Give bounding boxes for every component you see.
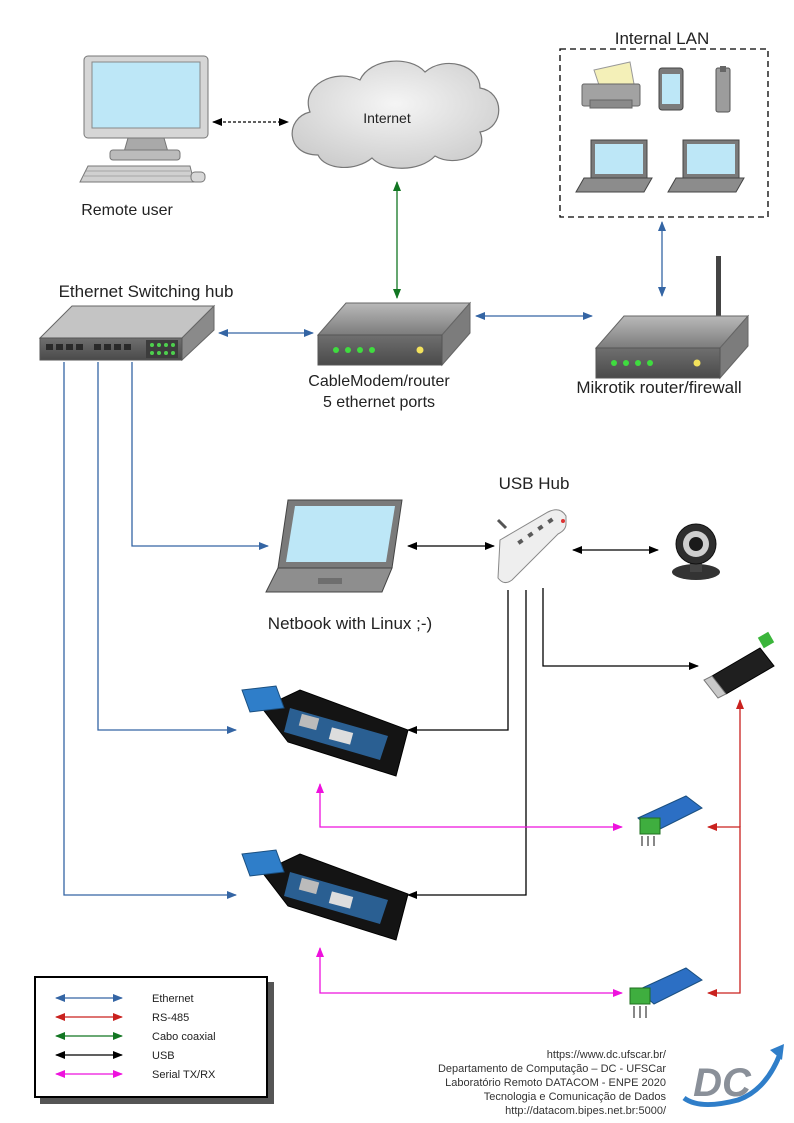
footer: https://www.dc.ufscar.br/ Departamento d… [438,1049,667,1117]
mikrotik-label: Mikrotik router/firewall [576,378,741,397]
printer-icon [581,61,641,109]
cablemodem-label-1: CableModem/router [308,373,450,390]
cablemodem-router [316,301,472,367]
legend: Ethernet RS-485 Cabo coaxial USB Serial … [34,976,274,1104]
internal-lan-box [559,48,769,218]
internet-label: Internet [363,110,411,126]
usb-rs485-adapter [703,631,775,699]
legend-label-ethernet: Ethernet [152,993,194,1005]
laptop-icon-lan-2 [667,139,745,193]
internet-cloud: Internet [291,60,500,169]
webcam-icon [672,523,720,580]
footer-url-dc: https://www.dc.ufscar.br/ [547,1049,667,1061]
arduino-board-2 [241,849,409,941]
legend-label-usb: USB [152,1050,175,1062]
footer-lab: Laboratório Remoto DATACOM - ENPE 2020 [445,1077,666,1089]
footer-course: Tecnologia e Comunicação de Dados [484,1091,667,1103]
internal-lan-label: Internal LAN [615,29,710,48]
mikrotik-router [594,256,750,380]
footer-department: Departamento de Computação – DC - UFSCar [438,1063,666,1075]
usbhub-rs485-link [542,588,699,670]
legend-label-serial: Serial TX/RX [152,1069,216,1081]
switch-arduino1-link [97,362,237,734]
arduino1-serial-link [316,783,623,831]
rs485-bus-link [707,823,741,997]
ethernet-switch [38,304,216,362]
footer-url-datacom: http://datacom.bipes.net.br:5000/ [505,1105,667,1117]
cablemodem-label-2: 5 ethernet ports [323,394,435,411]
legend-label-coax: Cabo coaxial [152,1031,216,1043]
dc-logo-text: DC [693,1061,752,1105]
smartphone-icon [658,67,684,111]
switch-netbook-link [131,362,269,550]
rs485-module-2 [629,967,703,1018]
arduino2-serial-link [316,947,623,997]
usbhub-arduino1-link [407,590,509,734]
rs485-module-1 [637,795,703,846]
arduino-board-1 [241,685,409,777]
dc-logo: DC [682,1044,784,1107]
netbook-label: Netbook with Linux ;-) [268,614,432,633]
usbhub-arduino2-link [407,590,527,899]
legend-label-rs485: RS-485 [152,1012,189,1024]
tower-device-icon [715,66,731,113]
remote-user-label: Remote user [81,202,173,219]
laptop-icon-lan-1 [575,139,653,193]
switch-label: Ethernet Switching hub [59,282,234,301]
netbook-laptop [265,499,403,593]
switch-arduino2-link [63,362,237,899]
usb-hub [496,509,567,584]
usb-hub-label: USB Hub [499,474,570,493]
remote-user-computer [79,55,209,183]
